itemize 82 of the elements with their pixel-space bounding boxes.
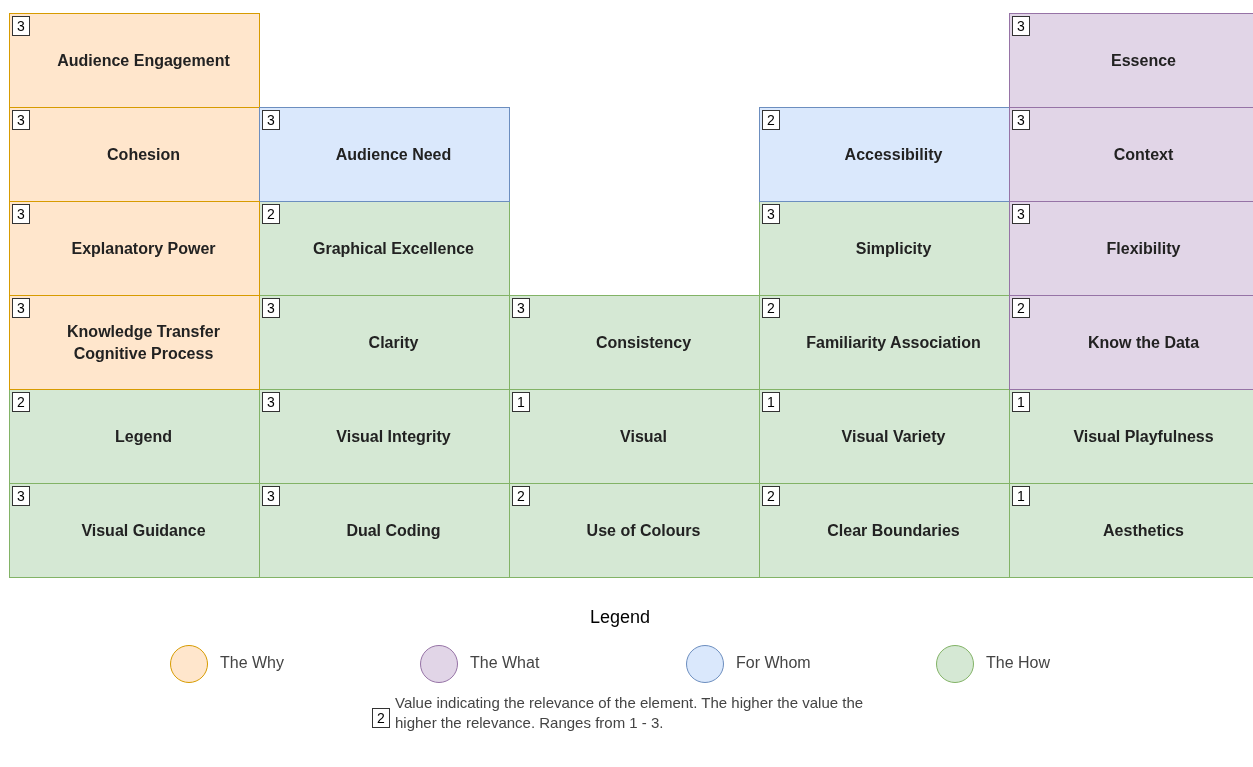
element-name: Context — [1113, 144, 1174, 165]
element-name: Explanatory Power — [71, 238, 216, 259]
element-tile — [1009, 295, 1253, 390]
element-tile — [9, 295, 260, 390]
element-name: Audience Need — [335, 144, 452, 165]
relevance-score: 3 — [762, 204, 780, 224]
element-name: Legend — [115, 426, 172, 447]
element-tile — [759, 201, 1010, 296]
relevance-score: 1 — [512, 392, 530, 412]
legend-label: For Whom — [736, 654, 811, 672]
element-tile — [9, 389, 260, 484]
element-tile — [259, 389, 510, 484]
relevance-score: 3 — [262, 298, 280, 318]
element-name: Visual — [620, 426, 667, 447]
relevance-score: 3 — [1012, 204, 1030, 224]
element-name: Essence — [1111, 50, 1176, 71]
element-name: Know the Data — [1087, 332, 1200, 353]
element-name: Clear Boundaries — [827, 520, 960, 541]
relevance-score: 3 — [12, 16, 30, 36]
element-name: Dual Coding — [346, 520, 441, 541]
element-name: Visual Variety — [841, 426, 946, 447]
element-tile — [759, 389, 1010, 484]
element-name: Clarity — [368, 332, 419, 353]
relevance-score: 2 — [512, 486, 530, 506]
element-name: Simplicity — [855, 238, 932, 259]
relevance-score: 3 — [1012, 16, 1030, 36]
relevance-score: 3 — [1012, 110, 1030, 130]
element-tile — [1009, 389, 1253, 484]
relevance-score-sample: 2 — [372, 708, 390, 728]
element-name: Familiarity Association — [806, 332, 981, 353]
element-name: Visual Integrity — [336, 426, 451, 447]
element-tile — [759, 107, 1010, 202]
legend-note: Value indicating the relevance of the element. The higher the value the higher the relevance. Ranges from 1 - 3. — [395, 693, 865, 733]
element-tile — [1009, 13, 1253, 108]
relevance-score: 3 — [262, 110, 280, 130]
relevance-score: 3 — [12, 110, 30, 130]
element-tile — [259, 483, 510, 578]
element-tile — [509, 389, 760, 484]
element-tile — [759, 295, 1010, 390]
element-tile — [259, 201, 510, 296]
relevance-score: 3 — [12, 298, 30, 318]
relevance-score: 3 — [12, 204, 30, 224]
element-tile — [1009, 201, 1253, 296]
element-tile — [759, 483, 1010, 578]
relevance-score: 2 — [1012, 298, 1030, 318]
relevance-score: 2 — [262, 204, 280, 224]
element-name: Visual Guidance — [81, 520, 206, 541]
element-tile — [9, 13, 260, 108]
element-name: Accessibility — [844, 144, 943, 165]
element-name: Visual Playfulness — [1073, 426, 1214, 447]
element-name: Use of Colours — [586, 520, 701, 541]
relevance-score: 1 — [1012, 392, 1030, 412]
element-tile — [1009, 483, 1253, 578]
relevance-score: 2 — [762, 298, 780, 318]
element-tile — [259, 107, 510, 202]
relevance-score: 2 — [12, 392, 30, 412]
element-tile — [9, 107, 260, 202]
relevance-score: 2 — [762, 486, 780, 506]
relevance-score: 3 — [12, 486, 30, 506]
element-tile — [509, 295, 760, 390]
relevance-score: 1 — [1012, 486, 1030, 506]
element-tile — [509, 483, 760, 578]
legend-label: The What — [470, 654, 540, 672]
element-tile — [259, 295, 510, 390]
element-name: Aesthetics — [1103, 520, 1184, 541]
element-tile — [9, 201, 260, 296]
legend-label: The How — [986, 654, 1051, 672]
element-tile — [1009, 107, 1253, 202]
element-name: Knowledge Transfer Cognitive Process — [66, 321, 221, 364]
relevance-score: 3 — [512, 298, 530, 318]
relevance-score: 3 — [262, 486, 280, 506]
relevance-score: 2 — [762, 110, 780, 130]
element-name: Audience Engagement — [57, 50, 230, 71]
element-name: Flexibility — [1106, 238, 1181, 259]
legend-title: Legend — [590, 607, 651, 628]
relevance-score: 1 — [762, 392, 780, 412]
legend-label: The Why — [220, 654, 284, 672]
element-name: Graphical Excellence — [313, 238, 474, 259]
element-name: Consistency — [595, 332, 692, 353]
element-name: Cohesion — [107, 144, 180, 165]
relevance-score: 3 — [262, 392, 280, 412]
element-tile — [9, 483, 260, 578]
